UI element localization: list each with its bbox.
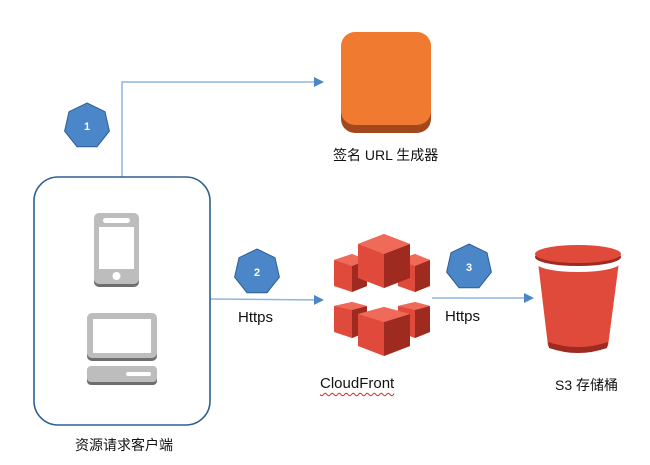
signer-label: 签名 URL 生成器 xyxy=(333,147,439,163)
s3-label: S3 存储桶 xyxy=(555,377,619,393)
step-3-protocol-label: Https xyxy=(445,308,481,325)
s3-node[interactable] xyxy=(535,245,621,353)
mobile-phone-icon xyxy=(94,213,139,287)
cloudfront-label: CloudFront xyxy=(320,375,395,392)
signer-icon xyxy=(341,32,431,125)
desktop-computer-icon xyxy=(87,313,157,385)
step-number-3: 3 xyxy=(466,262,472,274)
cloudfront-node[interactable] xyxy=(334,234,430,356)
step-number-1: 1 xyxy=(84,121,90,133)
client-box xyxy=(33,176,211,426)
cloudfront-icon xyxy=(334,234,430,356)
step-badge-2: 2 xyxy=(234,248,280,294)
step-badge-1: 1 xyxy=(64,102,110,148)
client-label: 资源请求客户端 xyxy=(75,437,173,453)
s3-bucket-icon xyxy=(535,245,621,353)
signer-node[interactable] xyxy=(341,32,431,133)
step-badge-3: 3 xyxy=(446,243,492,289)
step-number-2: 2 xyxy=(254,267,260,279)
step-2-protocol-label: Https xyxy=(238,309,274,326)
arrow-step-2 xyxy=(209,294,324,305)
client-node[interactable] xyxy=(33,176,211,426)
arrow-step-1 xyxy=(121,77,324,177)
